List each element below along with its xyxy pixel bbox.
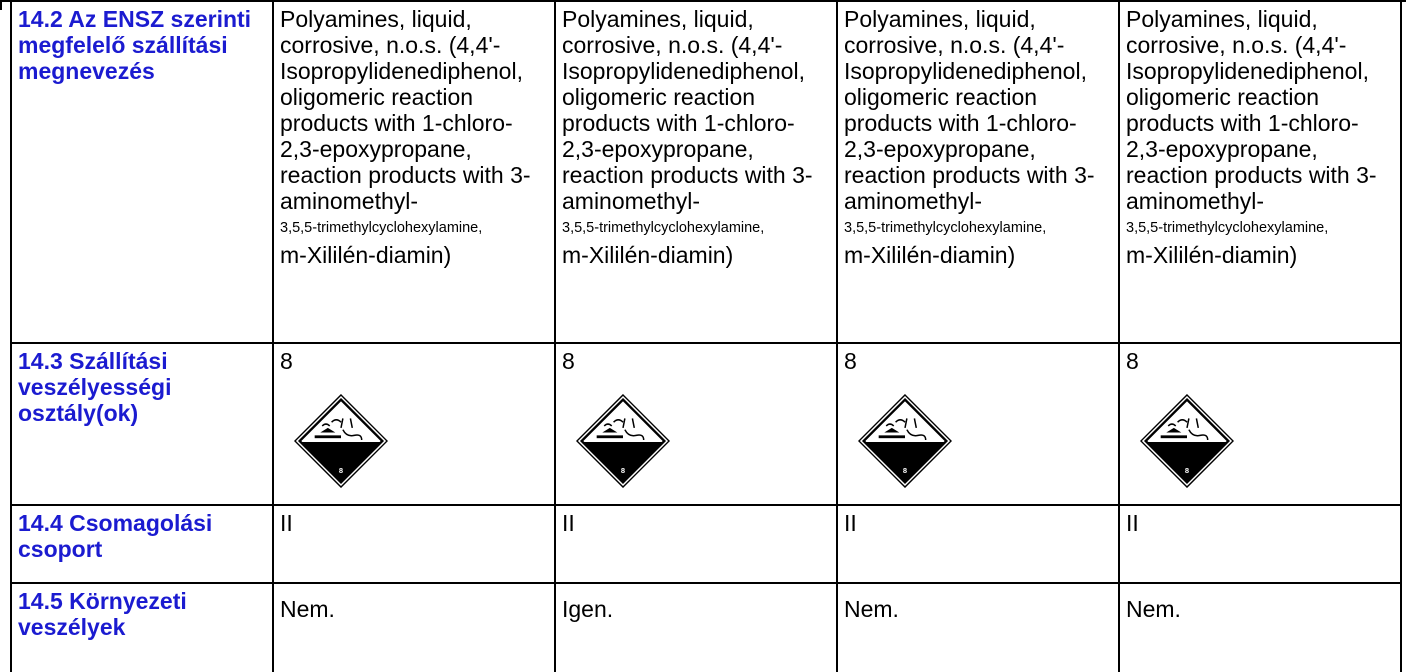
table-row-packing-group: 14.4 Csomagolási csoport II II II II <box>10 504 1402 584</box>
shipping-name-cell: Polyamines, liquid, corrosive, n.o.s. (4… <box>272 2 556 344</box>
hazard-class-cell: 8 8 <box>554 342 838 506</box>
shipping-name-small-text: 3,5,5-trimethylcyclohexylamine, <box>844 220 1047 236</box>
shipping-name-tail: m-Xililén-diamin) <box>280 242 452 268</box>
row-label-hazard-class: 14.3 Szállítási veszélyességi osztály(ok… <box>10 342 274 506</box>
pictogram-number: 8 <box>903 466 907 475</box>
hazard-class-value: 8 <box>1126 348 1139 374</box>
transport-info-table: 14.2 Az ENSZ szerinti megfelelő szállítá… <box>10 2 1402 672</box>
shipping-name-small-text: 3,5,5-trimethylcyclohexylamine, <box>1126 220 1329 236</box>
shipping-name-text: Polyamines, liquid, corrosive, n.o.s. (4… <box>562 6 813 214</box>
top-rule <box>0 0 1406 2</box>
pictogram-number: 8 <box>339 466 343 475</box>
hazard-class-cell: 8 8 <box>1118 342 1402 506</box>
table-row-hazard-class: 14.3 Szállítási veszélyességi osztály(ok… <box>10 342 1402 506</box>
shipping-name-cell: Polyamines, liquid, corrosive, n.o.s. (4… <box>1118 2 1402 344</box>
packing-group-value: II <box>272 504 556 584</box>
corrosive-class-8-icon: 8 <box>294 394 388 488</box>
shipping-name-small-text: 3,5,5-trimethylcyclohexylamine, <box>562 220 765 236</box>
environmental-hazard-value: Nem. <box>272 582 556 672</box>
left-rule-stub <box>0 0 2 10</box>
corrosive-class-8-icon: 8 <box>858 394 952 488</box>
hazard-class-cell: 8 8 <box>836 342 1120 506</box>
row-label-packing-group: 14.4 Csomagolási csoport <box>10 504 274 584</box>
row-label-shipping-name: 14.2 Az ENSZ szerinti megfelelő szállítá… <box>10 2 274 344</box>
hazard-class-value: 8 <box>844 348 857 374</box>
hazard-class-value: 8 <box>562 348 575 374</box>
shipping-name-small-text: 3,5,5-trimethylcyclohexylamine, <box>280 220 483 236</box>
environmental-hazard-value: Nem. <box>836 582 1120 672</box>
shipping-name-tail: m-Xililén-diamin) <box>562 242 734 268</box>
environmental-hazard-value: Igen. <box>554 582 838 672</box>
shipping-name-text: Polyamines, liquid, corrosive, n.o.s. (4… <box>280 6 531 214</box>
corrosive-class-8-icon: 8 <box>1140 394 1234 488</box>
packing-group-value: II <box>554 504 838 584</box>
packing-group-value: II <box>1118 504 1402 584</box>
shipping-name-cell: Polyamines, liquid, corrosive, n.o.s. (4… <box>836 2 1120 344</box>
shipping-name-text: Polyamines, liquid, corrosive, n.o.s. (4… <box>1126 6 1377 214</box>
table-row-environmental-hazards: 14.5 Környezeti veszélyek Nem. Igen. Nem… <box>10 582 1402 672</box>
shipping-name-text: Polyamines, liquid, corrosive, n.o.s. (4… <box>844 6 1095 214</box>
shipping-name-tail: m-Xililén-diamin) <box>844 242 1016 268</box>
hazard-class-cell: 8 8 <box>272 342 556 506</box>
environmental-hazard-value: Nem. <box>1118 582 1402 672</box>
hazard-class-value: 8 <box>280 348 293 374</box>
packing-group-value: II <box>836 504 1120 584</box>
table-row-shipping-name: 14.2 Az ENSZ szerinti megfelelő szállítá… <box>10 2 1402 344</box>
pictogram-number: 8 <box>621 466 625 475</box>
row-label-environmental-hazards: 14.5 Környezeti veszélyek <box>10 582 274 672</box>
pictogram-number: 8 <box>1185 466 1189 475</box>
corrosive-class-8-icon: 8 <box>576 394 670 488</box>
shipping-name-cell: Polyamines, liquid, corrosive, n.o.s. (4… <box>554 2 838 344</box>
shipping-name-tail: m-Xililén-diamin) <box>1126 242 1298 268</box>
